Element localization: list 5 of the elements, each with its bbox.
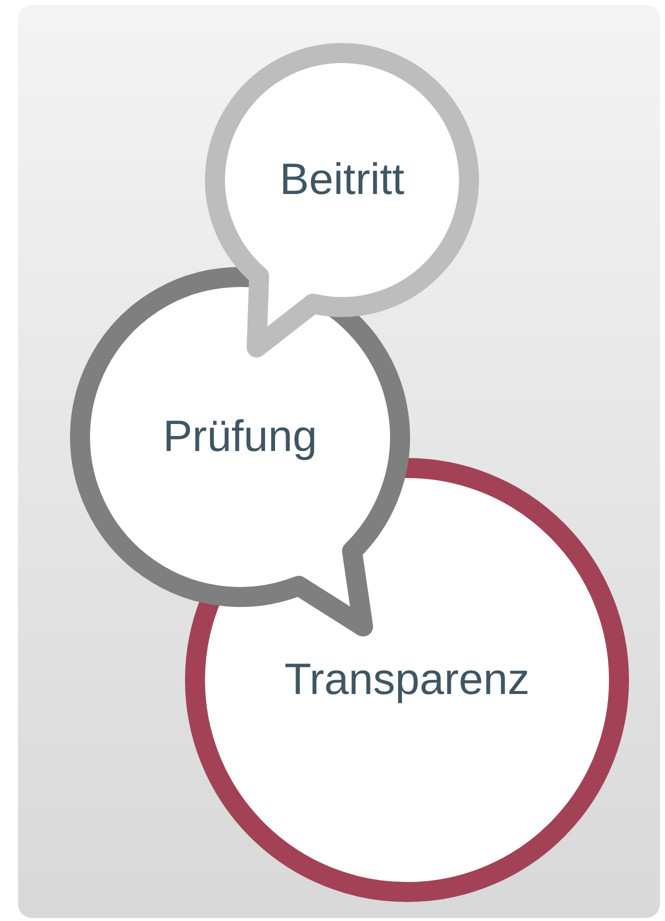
bubble-text: Transparenz: [284, 655, 530, 705]
speech-bubble: [70, 267, 410, 637]
bubble-text: Prüfung: [162, 412, 318, 462]
speech-bubble: [205, 43, 479, 358]
bubble-text: Beitritt: [280, 155, 404, 205]
